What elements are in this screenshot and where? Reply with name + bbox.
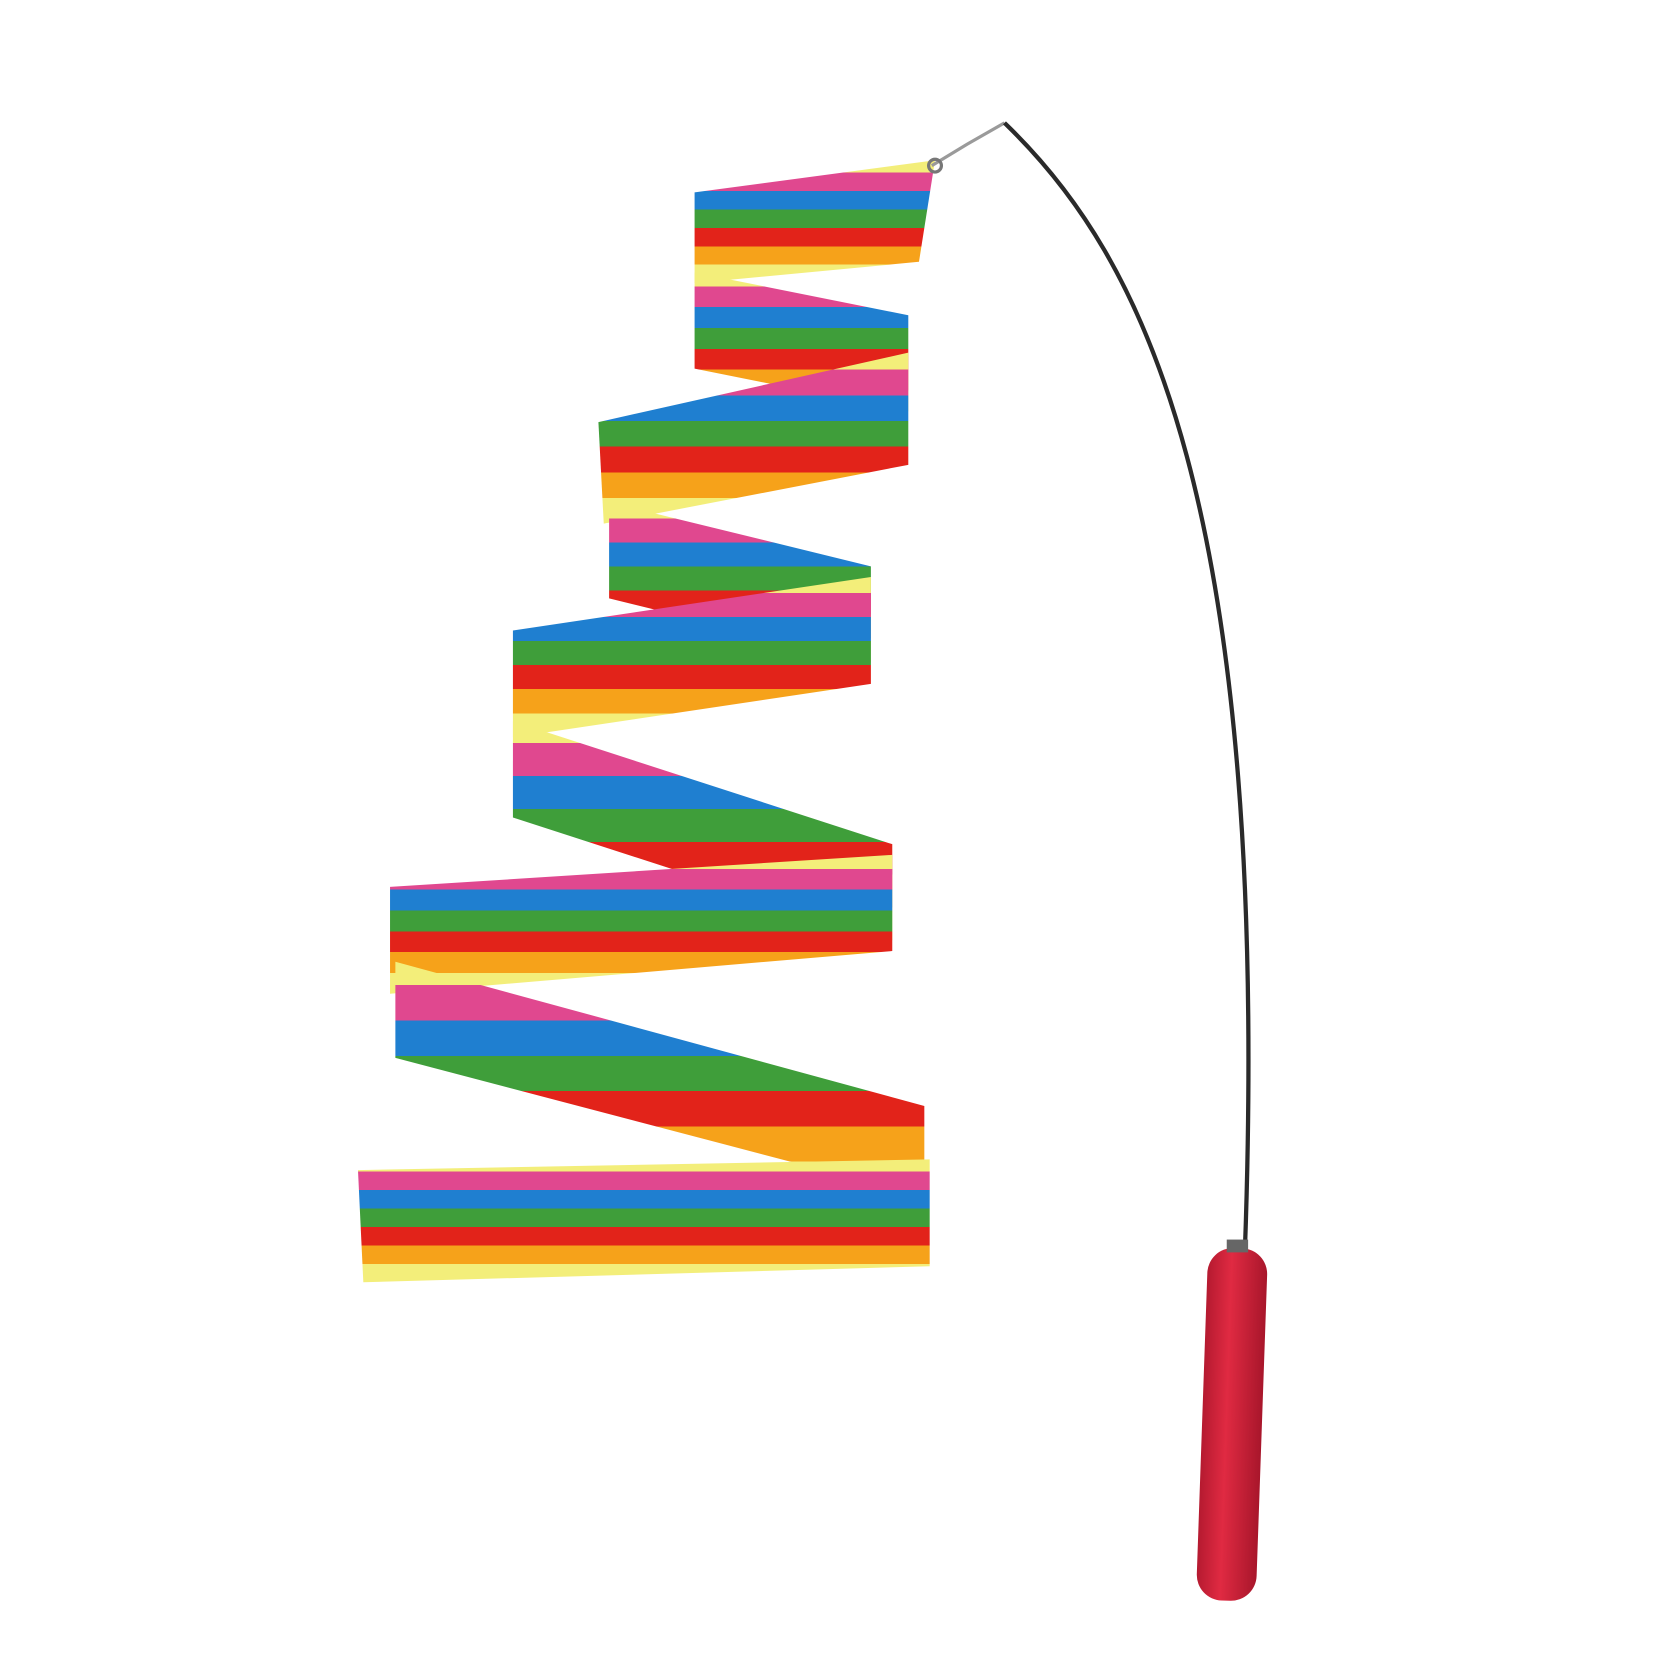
- ribbon-segment: [357, 1159, 930, 1283]
- ribbon-segment: [694, 160, 936, 284]
- ribbon-swivel: [927, 157, 944, 174]
- ribbon-segment: [512, 577, 871, 738]
- wand-rod: [1002, 121, 1251, 1251]
- connector-chain: [930, 121, 1006, 168]
- ribbon-segment: [395, 961, 925, 1197]
- ribbon-segment: [598, 352, 909, 524]
- ribbon-segment: [390, 854, 893, 994]
- handle-ferrule: [1226, 1239, 1249, 1253]
- wand-handle: [1196, 1248, 1268, 1601]
- rainbow-ribbon: [357, 160, 936, 1283]
